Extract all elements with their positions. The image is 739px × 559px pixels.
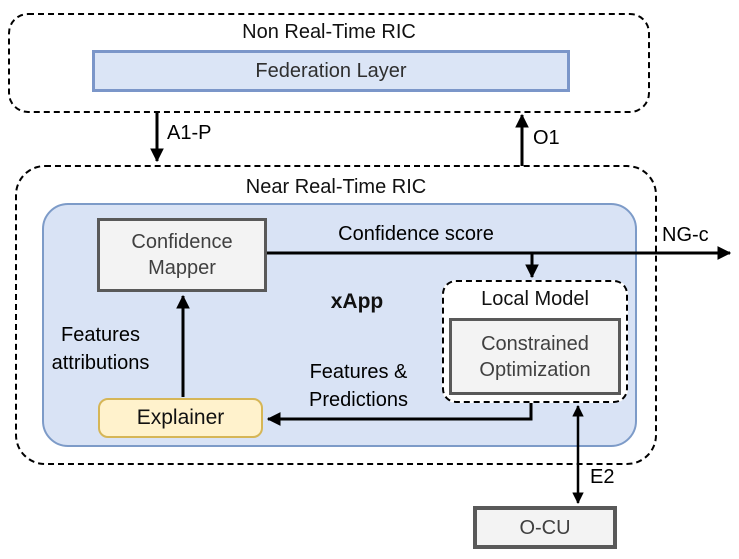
confidence-score-label: Confidence score — [338, 223, 494, 245]
constrained-optimization-label: Constrained Optimization — [479, 332, 591, 381]
xapp-label: xApp — [330, 290, 384, 313]
features-attributions-label: Features attributions — [51, 324, 150, 374]
o1-interface-label: O1 — [533, 127, 560, 149]
local-model-title: Local Model — [481, 288, 589, 310]
explainer-box: Explainer — [98, 398, 263, 438]
near-rt-ric-title: Near Real-Time RIC — [245, 176, 427, 198]
confidence-mapper-box: Confidence Mapper — [97, 218, 267, 292]
non-rt-ric-group: Non Real-Time RIC — [8, 13, 650, 113]
e2-interface-label: E2 — [590, 466, 615, 488]
ocu-label: O-CU — [519, 516, 571, 539]
federation-layer-box: Federation Layer — [92, 50, 570, 92]
federation-layer-label: Federation Layer — [255, 59, 407, 82]
a1p-interface-label: A1-P — [167, 122, 212, 144]
ngc-interface-label: NG-c — [662, 224, 709, 246]
near-rt-ric-group: Near Real-Time RIC — [15, 165, 657, 465]
non-rt-ric-title: Non Real-Time RIC — [242, 21, 416, 43]
features-predictions-label: Features & Predictions — [309, 361, 408, 411]
confidence-mapper-label: Confidence Mapper — [131, 231, 233, 279]
constrained-optimization-box: Constrained Optimization — [449, 318, 621, 395]
ocu-box: O-CU — [473, 506, 617, 549]
explainer-label: Explainer — [136, 406, 225, 429]
